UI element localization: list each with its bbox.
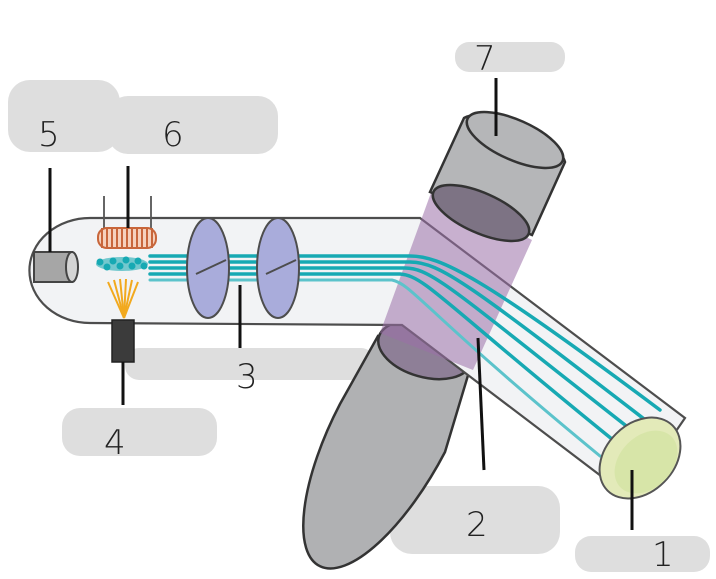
- ion-beams: [148, 254, 662, 458]
- magnet-pole-top-face: [431, 183, 531, 243]
- label-2: 2: [466, 505, 488, 545]
- label-backgrounds: [8, 42, 710, 572]
- label-bg-5: [8, 80, 120, 152]
- label-bg-3: [125, 348, 375, 380]
- ion-beam-4: [148, 272, 620, 446]
- label-5: 5: [38, 115, 60, 155]
- ion-beam-5: [148, 278, 602, 458]
- label-4: 4: [104, 423, 126, 463]
- ion-beam-1: [148, 254, 662, 412]
- label-bg-6: [108, 96, 278, 154]
- label-7: 7: [474, 39, 496, 79]
- label-bg-4: [62, 408, 217, 456]
- label-bg-7: [455, 42, 565, 72]
- label-3: 3: [236, 357, 258, 397]
- label-6: 6: [162, 115, 184, 155]
- ion-beam-2: [148, 260, 650, 424]
- ion-beam-3: [148, 266, 636, 434]
- label-1: 1: [652, 535, 674, 575]
- sample-ions: [96, 256, 148, 271]
- magnet-pole-top: [428, 110, 567, 243]
- label-bg-2: [390, 486, 560, 554]
- leader-line-2: [476, 337, 486, 471]
- electron-gun: [111, 319, 135, 363]
- heating-coil: [97, 196, 157, 249]
- detector: [598, 416, 682, 500]
- label-bg-1: [575, 536, 710, 572]
- electron-gun-glow: [107, 278, 139, 319]
- leader-lines: [48, 78, 634, 530]
- accelerating-plates: [186, 217, 300, 319]
- part-labels: 1 2 3 4 5 6 7: [38, 39, 674, 575]
- sample-inlet: [33, 251, 79, 283]
